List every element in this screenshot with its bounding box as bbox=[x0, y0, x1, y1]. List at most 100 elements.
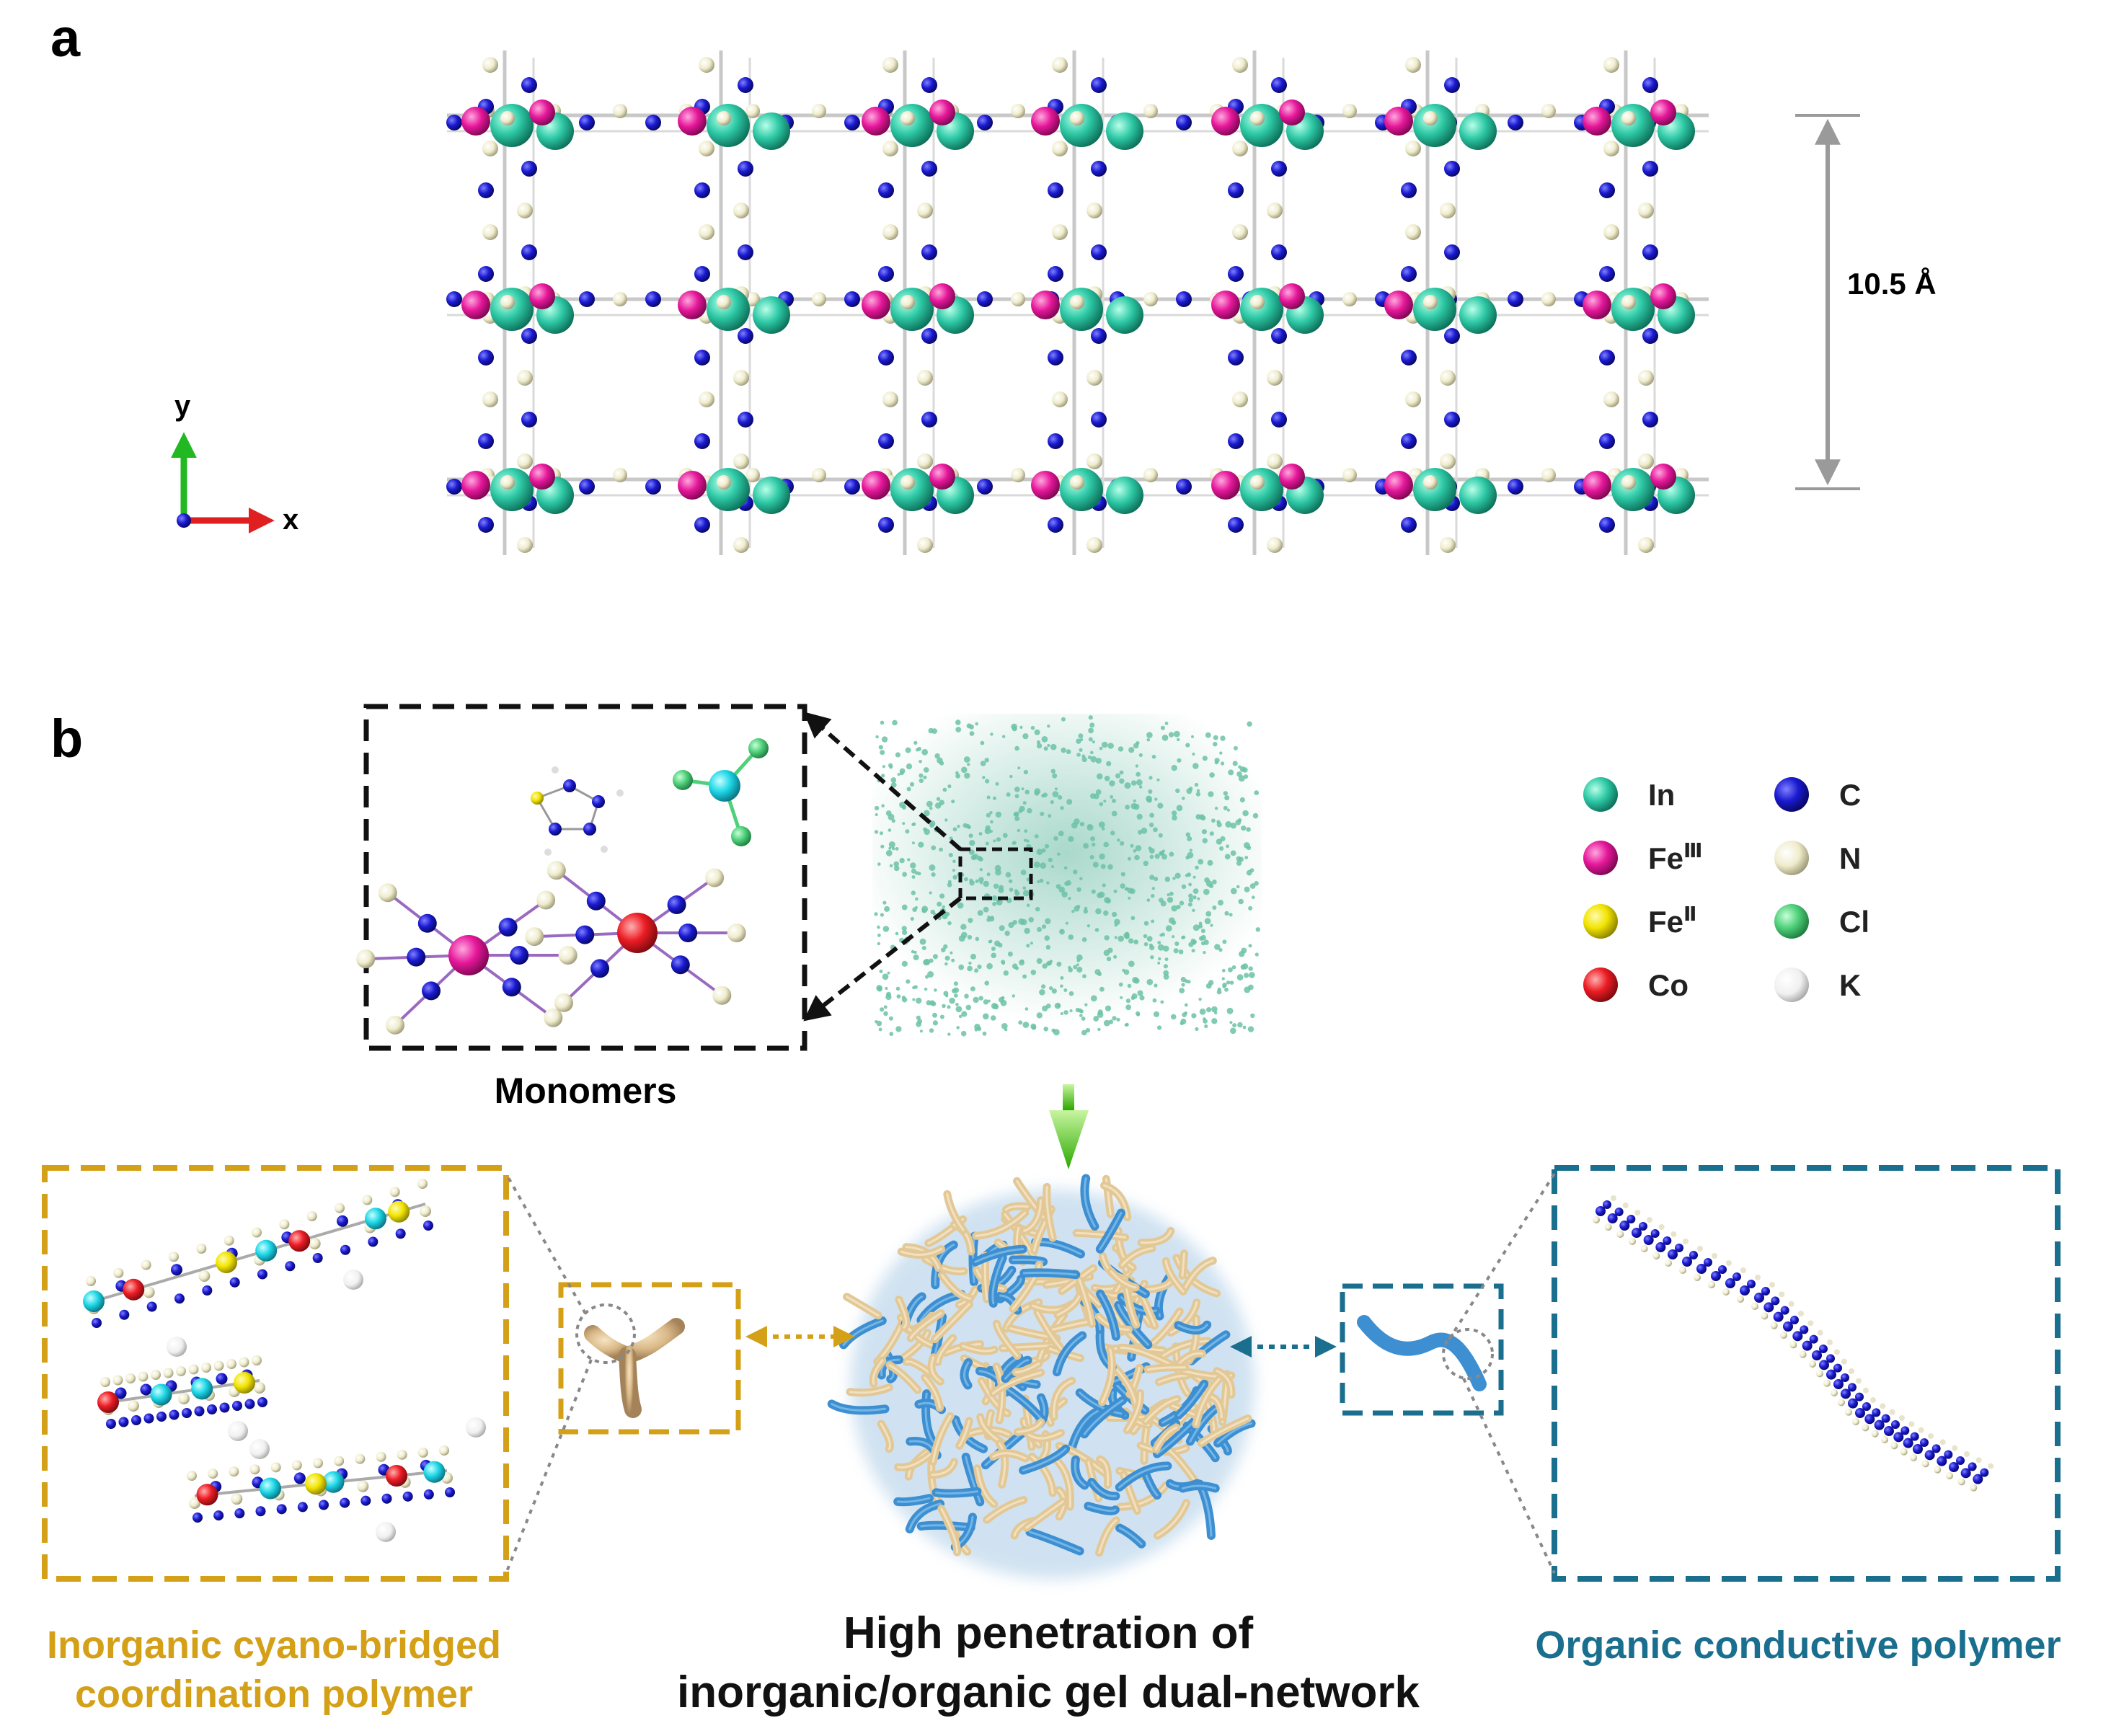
nitrogen-atom bbox=[733, 370, 749, 386]
hydrogen-atom bbox=[1899, 1415, 1905, 1421]
carbon-atom bbox=[521, 412, 537, 428]
monomer-particle bbox=[1230, 823, 1237, 829]
monomer-particle bbox=[921, 748, 929, 756]
carbon-atom bbox=[1228, 517, 1244, 533]
monomer-particle bbox=[1059, 929, 1065, 935]
nitrogen-atom bbox=[699, 57, 714, 73]
carbon-atom bbox=[1643, 1235, 1654, 1245]
nitrogen-atom bbox=[1405, 224, 1421, 240]
hydrogen-atom bbox=[1712, 1253, 1717, 1259]
monomer-particle bbox=[1124, 1023, 1128, 1027]
monomer-particle bbox=[1127, 856, 1131, 861]
monomer-particle bbox=[1018, 918, 1025, 925]
carbon-atom bbox=[312, 1253, 323, 1263]
monomer-particle bbox=[931, 872, 936, 877]
monomer-particle bbox=[1254, 790, 1260, 795]
monomer-particle bbox=[916, 1015, 921, 1020]
monomer-particle bbox=[1075, 1007, 1080, 1013]
strand-highlight bbox=[1099, 1293, 1118, 1338]
carbon-atom bbox=[575, 925, 595, 944]
indium-atom bbox=[753, 477, 790, 514]
monomer-particle bbox=[1104, 935, 1110, 941]
nitrogen-atom bbox=[1652, 1252, 1660, 1259]
monomer-particle bbox=[1054, 1002, 1061, 1009]
monomer-particle bbox=[1176, 905, 1181, 910]
monomer-particle bbox=[988, 939, 993, 944]
legend-swatch-3 bbox=[1583, 967, 1618, 1002]
monomer-particle bbox=[934, 988, 937, 992]
iron3-atom bbox=[1384, 471, 1413, 500]
nitrogen-atom bbox=[536, 890, 556, 910]
carbon-atom bbox=[423, 1489, 434, 1500]
monomer-particle bbox=[1157, 1025, 1162, 1030]
nitrogen-atom bbox=[125, 1373, 136, 1383]
carbon-atom bbox=[1619, 1221, 1630, 1231]
carbon-atom bbox=[446, 291, 462, 307]
monomer-particle bbox=[939, 847, 943, 852]
monomer-particle bbox=[1096, 773, 1103, 780]
metal-center-atom bbox=[617, 913, 658, 953]
monomer-particle bbox=[1169, 851, 1174, 857]
monomer-particle bbox=[1002, 833, 1008, 838]
nitrogen-atom bbox=[1603, 224, 1619, 240]
carbon-atom bbox=[1893, 1432, 1904, 1443]
iron3-atom bbox=[1583, 471, 1611, 500]
monomer-particle bbox=[1200, 815, 1206, 821]
monomer-particle bbox=[901, 996, 906, 1000]
strand-highlight bbox=[1103, 1184, 1129, 1218]
monomer-particle bbox=[1139, 785, 1143, 789]
carbon-atom bbox=[738, 244, 753, 260]
nitrogen-atom bbox=[1267, 203, 1283, 218]
carbon-atom bbox=[1091, 244, 1107, 260]
monomer-particle bbox=[1163, 964, 1168, 969]
strand-highlight bbox=[1200, 1417, 1249, 1445]
carbon-atom bbox=[1663, 1236, 1672, 1245]
monomer-particle bbox=[1037, 880, 1040, 884]
monomer-particle bbox=[919, 1029, 923, 1033]
hydrogen-atom bbox=[1975, 1457, 1982, 1463]
monomer-particle bbox=[1128, 747, 1135, 753]
strand-highlight bbox=[991, 1371, 1043, 1395]
monomer-particle bbox=[1113, 955, 1118, 959]
indium-atom bbox=[1240, 288, 1283, 331]
carbon-atom bbox=[1228, 433, 1244, 449]
strand-highlight bbox=[931, 1414, 952, 1463]
carbon-atom bbox=[844, 291, 860, 307]
monomer-particle bbox=[1232, 761, 1238, 766]
nitrogen-atom bbox=[249, 1464, 260, 1475]
monomer-particle bbox=[1205, 983, 1212, 989]
monomer-particle bbox=[986, 812, 991, 818]
monomer-particle bbox=[937, 901, 942, 907]
monomer-particle bbox=[880, 913, 884, 917]
monomer-particle bbox=[958, 964, 965, 970]
monomer-particle bbox=[1003, 970, 1009, 976]
monomer-particle bbox=[1093, 1016, 1099, 1022]
monomer-particle bbox=[1090, 995, 1097, 1002]
carbon-atom bbox=[1444, 77, 1460, 93]
monomer-particle bbox=[1040, 812, 1045, 816]
iron3-atom bbox=[1279, 99, 1305, 125]
monomer-particle bbox=[968, 961, 972, 965]
carbon-atom bbox=[106, 1419, 116, 1429]
nitrogen-atom bbox=[517, 453, 533, 469]
monomer-particle bbox=[1083, 909, 1089, 914]
monomer-particle bbox=[970, 953, 976, 960]
monomer-particle bbox=[1034, 834, 1039, 838]
iron3-atom bbox=[529, 99, 555, 125]
iron3-atom bbox=[529, 464, 555, 490]
monomer-particle bbox=[1008, 922, 1014, 929]
carbon-atom bbox=[590, 959, 609, 978]
monomer-particle bbox=[1231, 965, 1236, 970]
monomer-particle bbox=[1181, 884, 1187, 890]
nitrogen-atom bbox=[420, 1205, 431, 1217]
strand-highlight bbox=[1061, 1267, 1095, 1293]
monomer-particle bbox=[924, 828, 930, 836]
monomer-particle bbox=[1103, 800, 1107, 803]
monomer-particle bbox=[1175, 788, 1180, 794]
monomer-particle bbox=[910, 862, 916, 869]
monomer-particle bbox=[1042, 963, 1048, 969]
monomer-particle bbox=[1172, 815, 1177, 821]
monomer-particle bbox=[1085, 1027, 1091, 1033]
monomer-particle bbox=[1060, 984, 1063, 988]
monomer-particle bbox=[1071, 822, 1078, 829]
